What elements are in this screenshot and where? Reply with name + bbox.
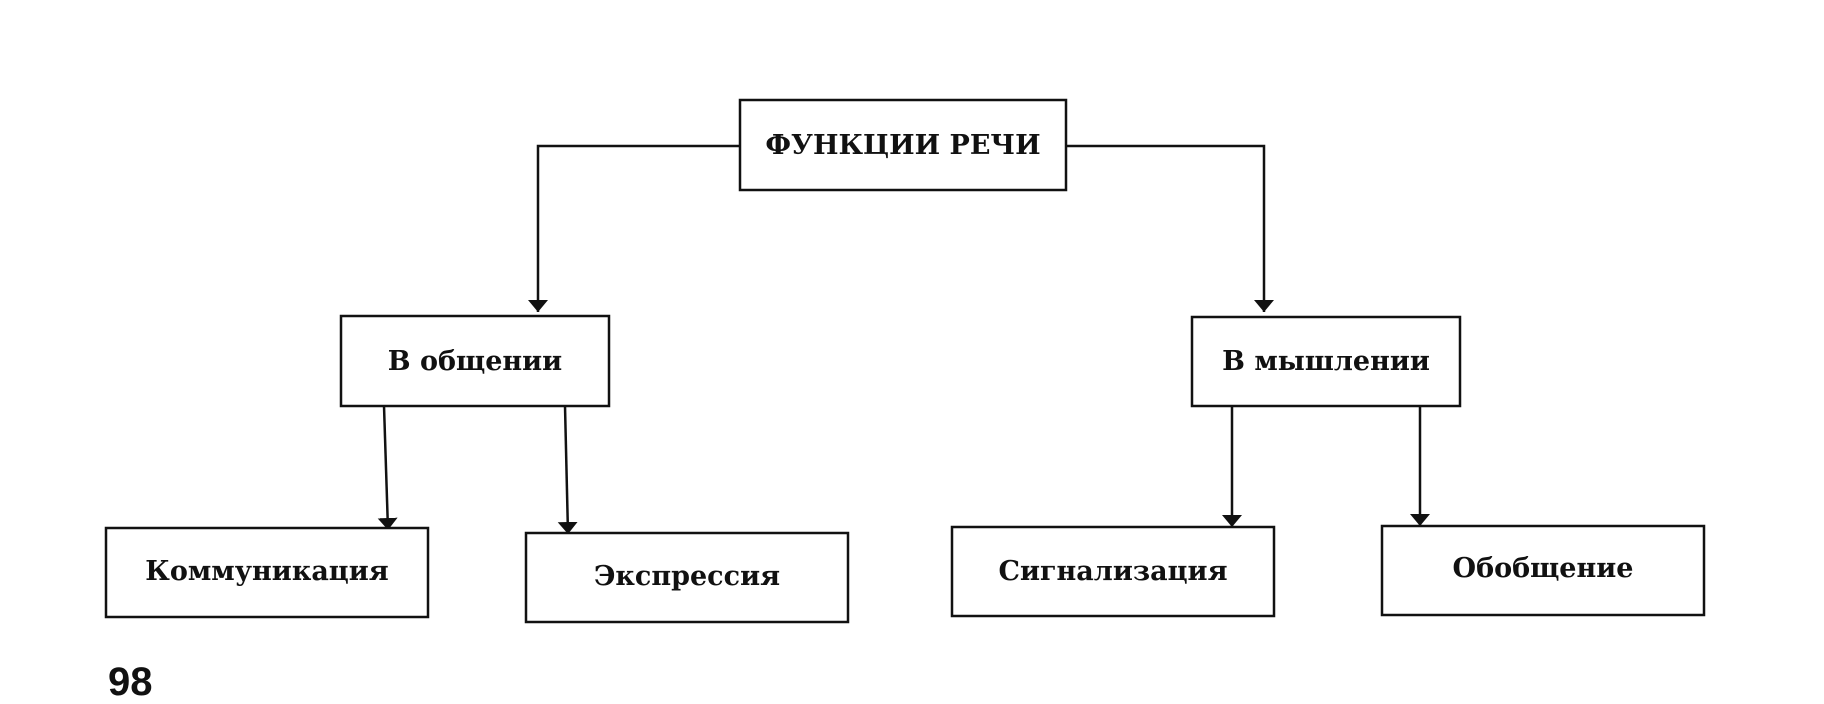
node-in-thinking-label: В мышлении: [1222, 346, 1430, 377]
edge-root-to-communication: [528, 144, 740, 312]
node-expression-label: Экспрессия: [594, 561, 780, 592]
page-number: 98: [108, 660, 153, 704]
node-signalization: Сигнализация: [950, 525, 1276, 618]
node-in-thinking: В мышлении: [1190, 315, 1462, 408]
node-speech-functions: ФУНКЦИИ РЕЧИ: [738, 98, 1068, 192]
node-in-communication-label: В общении: [388, 346, 562, 377]
node-speech-functions-label: ФУНКЦИИ РЕЧИ: [765, 130, 1040, 161]
node-expression: Экспрессия: [524, 531, 850, 624]
edge-communication-to-expression: [557, 405, 578, 535]
node-in-communication: В общении: [339, 314, 611, 408]
node-communication-act: Коммуникация: [104, 526, 430, 619]
edge-root-to-thinking: [1066, 144, 1274, 312]
edge-communication-to-communication-act: [377, 405, 398, 531]
node-signalization-label: Сигнализация: [998, 556, 1227, 587]
node-generalization: Обобщение: [1380, 524, 1706, 617]
node-communication-act-label: Коммуникация: [145, 556, 389, 587]
node-generalization-label: Обобщение: [1453, 553, 1634, 584]
speech-functions-diagram: ФУНКЦИИ РЕЧИ В общении В мышлении Коммун…: [104, 98, 1706, 624]
